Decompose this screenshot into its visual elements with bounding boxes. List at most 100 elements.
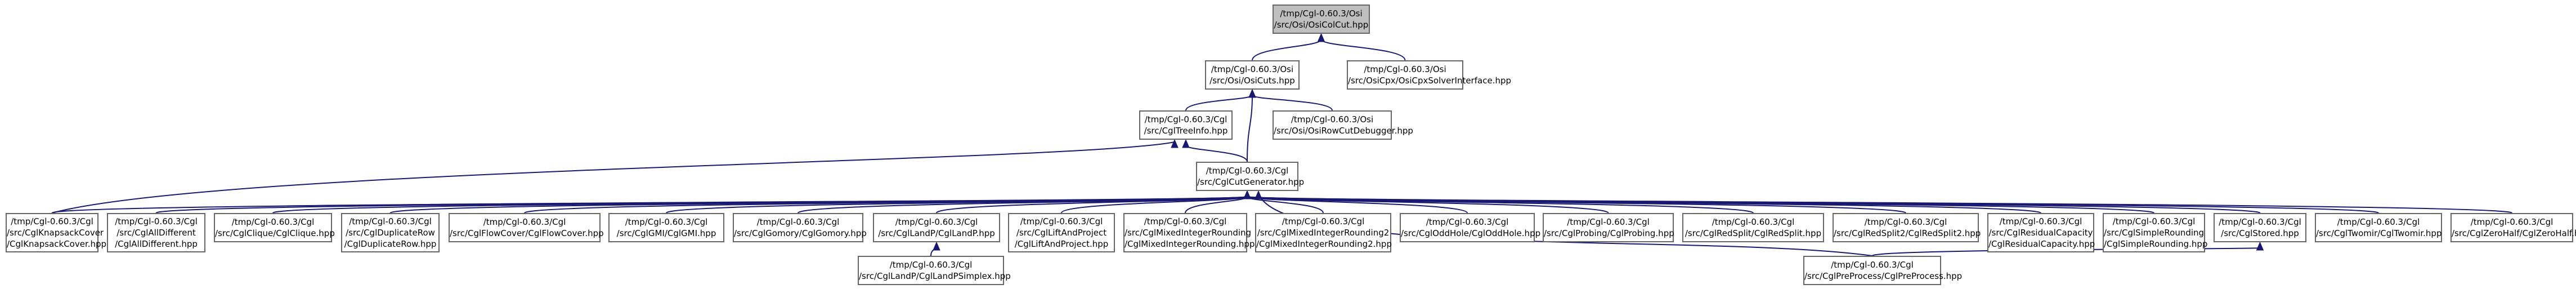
graph-node-c13[interactable]: /tmp/Cgl-0.60.3/Cgl/src/CglRedSplit/CglR… [1682,213,1824,242]
node-label-line: /tmp/Cgl-0.60.3/Cgl [1567,217,1650,227]
node-label-line: /CglKnapsackCover.hpp [7,239,107,249]
edge-n1-to-n0 [1252,39,1322,61]
node-label-line: /src/CglZeroHalf/CglZeroHalf.hpp [2452,228,2576,238]
node-label-line: /tmp/Cgl-0.60.3/Cgl [11,216,93,227]
graph-node-c16[interactable]: /tmp/Cgl-0.60.3/Cgl/src/CglSimpleRoundin… [2103,213,2208,252]
node-label-line: /tmp/Cgl-0.60.3/Cgl [115,216,198,227]
graph-node-n5[interactable]: /tmp/Cgl-0.60.3/Cgl/src/CglCutGenerator.… [1196,162,1305,191]
arrowhead-c19-to-n5 [1243,190,1251,199]
edge-n3-to-n1 [1185,95,1253,111]
graph-node-n1[interactable]: /tmp/Cgl-0.60.3/Osi/src/Osi/OsiCuts.hpp [1205,60,1300,90]
node-label-line: /tmp/Cgl-0.60.3/Cgl [895,217,978,227]
graph-node-c12[interactable]: /tmp/Cgl-0.60.3/Cgl/src/CglProbing/CglPr… [1543,213,1674,242]
node-label-line: /src/CglGomory/CglGomory.hpp [734,228,867,238]
node-label-line: /tmp/Cgl-0.60.3/Osi [1364,64,1446,74]
graph-node-c4[interactable]: /tmp/Cgl-0.60.3/Cgl/src/CglFlowCover/Cgl… [449,213,604,242]
node-label-line: /tmp/Cgl-0.60.3/Cgl [1206,166,1289,176]
node-label-line: /tmp/Cgl-0.60.3/Cgl [1864,217,1947,227]
node-label-line: /tmp/Cgl-0.60.3/Cgl [2337,217,2420,227]
node-label-line: /src/CglGMI/CglGMI.hpp [616,228,716,238]
graph-node-c10[interactable]: /tmp/Cgl-0.60.3/Cgl/src/CglMixedIntegerR… [1255,213,1392,252]
graph-node-c15[interactable]: /tmp/Cgl-0.60.3/Cgl/src/CglResidualCapac… [1987,213,2095,252]
node-label-line: /src/CglCutGenerator.hpp [1197,177,1305,187]
node-label-line: /CglDuplicateRow.hpp [344,239,437,249]
node-label-line: /tmp/Cgl-0.60.3/Cgl [1282,216,1365,227]
arrowhead-c0-to-n3 [1171,139,1179,148]
node-label-line: /src/CglResidualCapacity [1988,228,2093,238]
node-label-line: /tmp/Cgl-0.60.3/Cgl [1999,216,2082,227]
graph-node-n0[interactable]: /tmp/Cgl-0.60.3/Osi/src/Osi/OsiColCut.hp… [1273,5,1370,34]
node-label-line: /tmp/Cgl-0.60.3/Osi [1211,64,1294,74]
graph-node-c19[interactable]: /tmp/Cgl-0.60.3/Cgl/src/CglZeroHalf/CglZ… [2450,213,2576,242]
graph-node-c7[interactable]: /tmp/Cgl-0.60.3/Cgl/src/CglLandP/CglLand… [873,213,1000,242]
edge-n5-to-n3 [1185,145,1248,162]
graph-node-c0[interactable]: /tmp/Cgl-0.60.3/Cgl/src/CglKnapsackCover… [6,213,107,252]
graph-node-n2[interactable]: /tmp/Cgl-0.60.3/Osi/src/OsiCpx/OsiCpxSol… [1347,60,1511,90]
node-label-line: /tmp/Cgl-0.60.3/Osi [1291,114,1374,125]
node-label-line: /src/CglLandP/CglLandP.hpp [878,228,995,238]
node-label-line: /tmp/Cgl-0.60.3/Cgl [231,217,315,227]
node-label-line: /tmp/Cgl-0.60.3/Cgl [1831,260,1914,270]
node-label-line: /src/CglRedSplit/CglRedSplit.hpp [1685,228,1822,238]
node-label-line: /src/CglStored.hpp [2221,228,2299,238]
arrowhead-d1-to-n5 [1255,190,1262,199]
graph-node-c18[interactable]: /tmp/Cgl-0.60.3/Cgl/src/CglTwomir/CglTwo… [2315,213,2442,242]
node-label-line: /tmp/Cgl-0.60.3/Cgl [2219,217,2301,227]
node-label-line: /src/CglProbing/CglProbing.hpp [1544,228,1674,238]
node-label-line: /tmp/Cgl-0.60.3/Cgl [889,260,973,270]
node-label-line: /src/CglPreProcess/CglPreProcess.hpp [1804,271,1963,281]
node-label-line: /src/CglRedSplit2/CglRedSplit2.hpp [1834,228,1981,238]
arrowhead-n5-to-n1 [1248,88,1256,98]
edge-n4-to-n1 [1252,95,1333,111]
node-label-line: /tmp/Cgl-0.60.3/Cgl [1712,217,1795,227]
node-label-line: /CglMixedIntegerRounding2.hpp [1256,239,1392,249]
graph-node-c6[interactable]: /tmp/Cgl-0.60.3/Cgl/src/CglGomory/CglGom… [733,213,867,242]
node-label-line: /src/CglMixedIntegerRounding2 [1257,228,1390,238]
node-label-line: /src/CglMixedIntegerRounding [1125,228,1252,238]
node-label-line: /src/CglFlowCover/CglFlowCover.hpp [450,228,604,238]
node-label-line: /src/OsiCpx/OsiCpxSolverInterface.hpp [1348,76,1511,86]
node-label-line: /src/CglTwomir/CglTwomir.hpp [2316,228,2442,238]
graph-node-c2[interactable]: /tmp/Cgl-0.60.3/Cgl/src/CglClique/CglCli… [214,213,335,242]
node-label-line: /CglSimpleRounding.hpp [2104,239,2208,249]
node-label-line: /tmp/Cgl-0.60.3/Cgl [2470,217,2553,227]
node-label-line: /tmp/Cgl-0.60.3/Cgl [1020,216,1103,227]
graph-node-c1[interactable]: /tmp/Cgl-0.60.3/Cgl/src/CglAllDifferent/… [107,213,205,252]
arrowhead-n2-to-n0 [1317,33,1325,42]
arrowhead-d1-to-c17 [2256,241,2264,251]
node-label-line: /src/CglAllDifferent [117,228,196,238]
node-label-line: /CglLiftAndProject.hpp [1014,239,1109,249]
graph-node-d0[interactable]: /tmp/Cgl-0.60.3/Cgl/src/CglLandP/CglLand… [858,256,1011,285]
graph-node-n3[interactable]: /tmp/Cgl-0.60.3/Cgl/src/CglTreeInfo.hpp [1139,110,1233,140]
node-label-line: /CglResidualCapacity.hpp [1988,239,2095,249]
node-label-line: /src/CglLiftAndProject [1016,228,1107,238]
arrowhead-d0-to-c7 [933,241,940,251]
graph-node-c17[interactable]: /tmp/Cgl-0.60.3/Cgl/src/CglStored.hpp [2214,213,2306,242]
graph-node-c8[interactable]: /tmp/Cgl-0.60.3/Cgl/src/CglLiftAndProjec… [1008,213,1115,252]
node-label-line: /src/CglClique/CglClique.hpp [215,228,335,238]
node-label-line: /src/Osi/OsiCuts.hpp [1209,76,1295,86]
node-label-line: /tmp/Cgl-0.60.3/Cgl [483,217,566,227]
node-label-line: /src/CglSimpleRounding [2104,228,2205,238]
node-label-line: /CglMixedIntegerRounding.hpp [1125,239,1255,249]
node-label-line: /src/CglOddHole/CglOddHole.hpp [1401,228,1541,238]
node-label-line: /tmp/Cgl-0.60.3/Cgl [2112,216,2196,227]
graph-node-c9[interactable]: /tmp/Cgl-0.60.3/Cgl/src/CglMixedIntegerR… [1123,213,1255,252]
graph-node-c3[interactable]: /tmp/Cgl-0.60.3/Cgl/src/CglDuplicateRow/… [341,213,440,252]
edge-c19-to-n5 [1247,196,2512,214]
edge-c0-to-n3 [52,141,1175,214]
graph-node-c14[interactable]: /tmp/Cgl-0.60.3/Cgl/src/CglRedSplit2/Cgl… [1833,213,1981,242]
node-label-line: /src/Osi/OsiRowCutDebugger.hpp [1274,126,1413,136]
graph-node-d1[interactable]: /tmp/Cgl-0.60.3/Cgl/src/CglPreProcess/Cg… [1803,256,1963,285]
node-label-line: /CglAllDifferent.hpp [115,239,198,249]
node-label-line: /src/CglKnapsackCover [7,228,104,238]
node-label-line: /tmp/Cgl-0.60.3/Cgl [756,217,840,227]
graph-node-n4[interactable]: /tmp/Cgl-0.60.3/Osi/src/Osi/OsiRowCutDeb… [1273,110,1413,140]
graph-node-c11[interactable]: /tmp/Cgl-0.60.3/Cgl/src/CglOddHole/CglOd… [1400,213,1541,242]
edge-n2-to-n0 [1320,39,1406,61]
node-label-line: /tmp/Cgl-0.60.3/Cgl [349,216,432,227]
edge-n5-to-n1 [1247,95,1253,162]
node-label-line: /src/CglDuplicateRow [346,228,435,238]
graph-node-c5[interactable]: /tmp/Cgl-0.60.3/Cgl/src/CglGMI/CglGMI.hp… [608,213,724,242]
